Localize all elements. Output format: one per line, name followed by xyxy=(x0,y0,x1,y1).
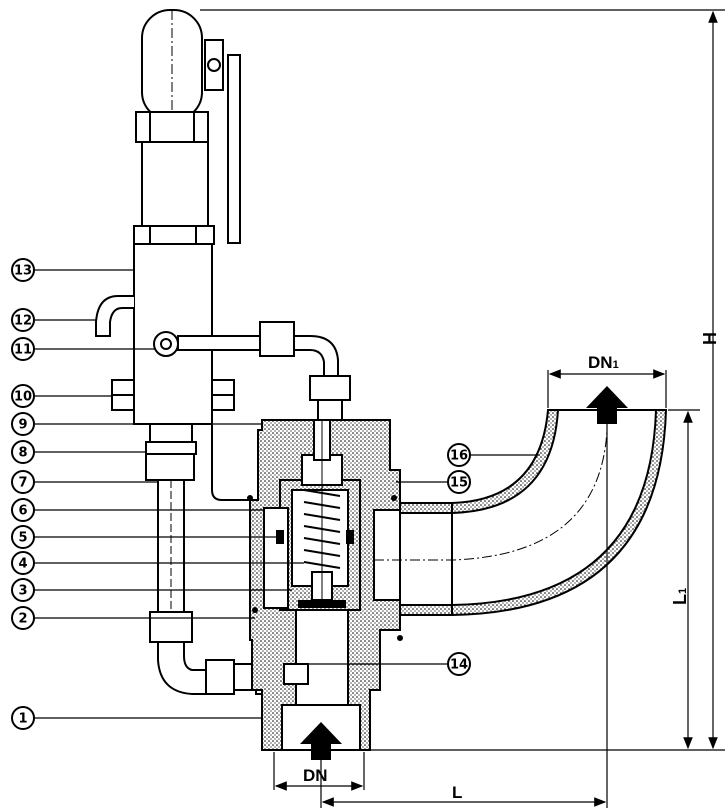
callout-circle xyxy=(11,440,35,464)
callout-circle xyxy=(11,258,35,282)
callout-number: 12 xyxy=(14,314,32,329)
callout-circle xyxy=(11,498,35,522)
callout-number: 15 xyxy=(450,476,468,491)
callout-2: 2 xyxy=(11,606,255,630)
callout-number: 10 xyxy=(14,390,32,405)
spring-housing xyxy=(133,141,215,245)
callout-number: 9 xyxy=(18,418,27,433)
callout-number: 13 xyxy=(14,264,32,279)
upper-hex-nut xyxy=(135,111,209,143)
callout-circle xyxy=(447,443,471,467)
callout-circle xyxy=(11,337,35,361)
lifting-lever xyxy=(204,39,241,244)
dimension-lines xyxy=(200,9,725,808)
callout-circle xyxy=(11,525,35,549)
callout-8: 8 xyxy=(11,440,146,464)
callout-number: 7 xyxy=(18,476,27,491)
callout-circle xyxy=(11,706,35,730)
callout-circle xyxy=(11,384,35,408)
callout-circle xyxy=(447,652,471,676)
callout-4: 4 xyxy=(11,551,304,575)
callout-3: 3 xyxy=(11,578,292,602)
callout-number: 8 xyxy=(18,446,27,461)
height-label: H xyxy=(700,332,720,345)
callout-number: 3 xyxy=(18,584,27,599)
length-label: L xyxy=(452,783,462,802)
drain-plug xyxy=(283,663,309,685)
callout-12: 12 xyxy=(11,308,96,332)
callout-circle xyxy=(11,578,35,602)
callout-number: 11 xyxy=(14,343,32,358)
callout-14: 14 xyxy=(308,652,471,676)
callout-13: 13 xyxy=(11,258,134,282)
callout-number: 2 xyxy=(18,612,27,627)
seals xyxy=(247,495,403,641)
outlet-length-label: L1 xyxy=(670,588,690,605)
dimension-labels: H L1 DN1 DN L xyxy=(303,332,720,802)
callout-number: 14 xyxy=(450,658,468,673)
callout-number: 6 xyxy=(18,504,27,519)
callout-7: 7 xyxy=(11,470,158,494)
callout-1: 1 xyxy=(11,706,262,730)
callout-number: 16 xyxy=(450,449,468,464)
callout-9: 9 xyxy=(11,412,262,436)
callout-5: 5 xyxy=(11,525,278,549)
callout-circle xyxy=(11,606,35,630)
callout-number: 4 xyxy=(18,557,27,572)
drain-pipe xyxy=(211,350,250,501)
outlet-diameter-label: DN1 xyxy=(588,353,619,372)
callout-circle xyxy=(11,412,35,436)
callout-circle xyxy=(447,470,471,494)
callout-16: 16 xyxy=(447,443,540,467)
callout-11: 11 xyxy=(11,337,156,361)
inlet-diameter-label: DN xyxy=(303,766,328,785)
callout-10: 10 xyxy=(11,384,112,408)
callout-circle xyxy=(11,551,35,575)
valve-spring xyxy=(301,419,343,601)
pilot-pipe-right xyxy=(153,321,351,425)
side-bolts xyxy=(111,379,235,411)
callout-15: 15 xyxy=(396,470,471,494)
callout-6: 6 xyxy=(11,498,264,522)
callout-circle xyxy=(11,308,35,332)
callout-number: 1 xyxy=(18,712,27,727)
callout-circle xyxy=(11,470,35,494)
callout-number: 5 xyxy=(18,531,27,546)
outlet-elbow xyxy=(374,409,668,616)
pilot-pipe-left xyxy=(95,295,134,337)
